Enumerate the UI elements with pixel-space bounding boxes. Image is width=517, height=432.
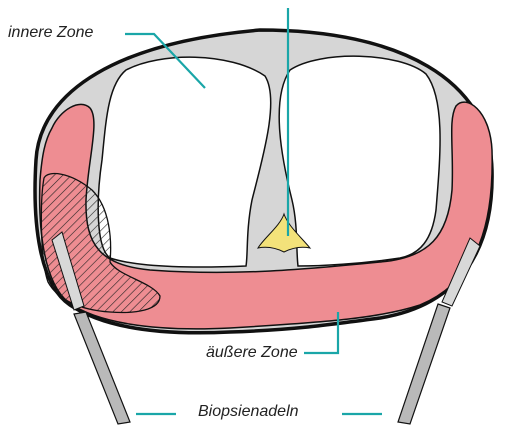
label-outer-zone: äußere Zone xyxy=(206,345,298,361)
right-inner-lobe xyxy=(279,56,440,266)
left-inner-lobe xyxy=(98,57,271,267)
label-inner-zone: innere Zone xyxy=(8,25,93,41)
label-biopsy-needles: Biopsienadeln xyxy=(198,404,299,420)
